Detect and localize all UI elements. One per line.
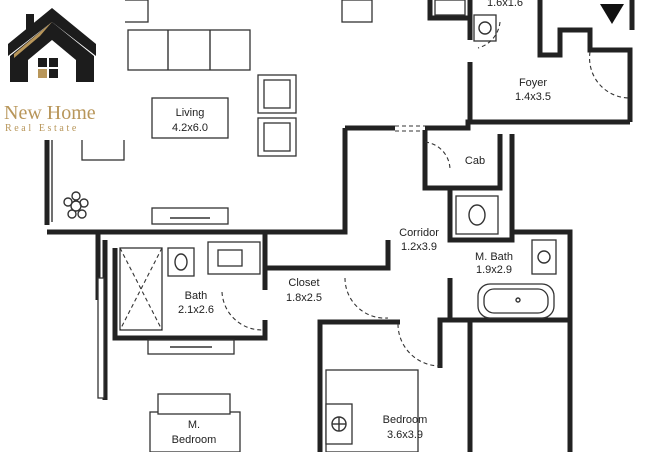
living-bottom-wall [47,128,348,235]
mbath-left-wall [437,278,453,368]
top-cabinet-2 [341,0,373,23]
closet-door [344,277,389,319]
mbath-right-wall [512,229,573,452]
corridor-name: Corridor [399,227,439,239]
foyer-door [589,51,631,99]
top-toilet [473,14,497,42]
foyer-name: Foyer [519,77,547,89]
tv-unit [151,207,229,225]
bath-door [221,291,263,331]
top-door [477,21,501,49]
mbath-dims: 1.9x2.9 [476,264,512,276]
corridor-dims: 1.2x3.9 [401,241,437,253]
mbath-sink-unit [455,195,499,235]
cab-door [424,141,451,171]
foyer-dims: 1.4x3.5 [515,91,551,103]
corridor-right-wall [447,134,515,243]
bath-bottom-wall [112,248,268,341]
bedroom-door [397,323,441,367]
closet-name: Closet [288,277,319,289]
north-arrow-icon [600,4,624,24]
mbath-vanity [531,239,557,275]
living-dims: 4.2x6.0 [172,122,208,134]
foyer-right-wall [537,0,633,122]
closet-dims: 1.8x2.5 [286,292,322,304]
mbedroom-name: M. [188,419,200,431]
bath-toilet [167,247,195,277]
cab-name: Cab [465,155,485,167]
coffee-table [151,97,229,139]
walls [44,0,635,452]
logo-name: New Home [4,102,96,124]
room-labels: 1.6x1.6 Living 4.2x6.0 Foyer 1.4x3.5 Cab… [172,0,551,446]
mbedroom-name2: Bedroom [172,434,217,446]
corridor-top-right-wall [425,119,630,131]
bedroom-dims: 3.6x3.9 [387,429,423,441]
top-room-dims: 1.6x1.6 [487,0,523,9]
bedroom-name: Bedroom [383,414,428,426]
logo: New Home Real Estate [0,0,125,140]
plant-icon [63,191,89,219]
doors [221,21,631,367]
bath-dims: 2.1x2.6 [178,304,214,316]
bedroom-left-wall [317,319,400,452]
top-cabinet-3 [434,0,466,16]
cab-wall [422,130,503,191]
bath-name: Bath [185,290,208,302]
sofa [127,29,251,71]
closet-top-wall [262,232,391,271]
living-name: Living [176,107,205,119]
top-room-wall [427,0,470,21]
mbed [149,411,241,452]
mbath-name: M. Bath [475,251,513,263]
logo-tagline: Real Estate [5,123,79,134]
logo-house-icon [8,8,96,82]
furniture [81,0,557,452]
